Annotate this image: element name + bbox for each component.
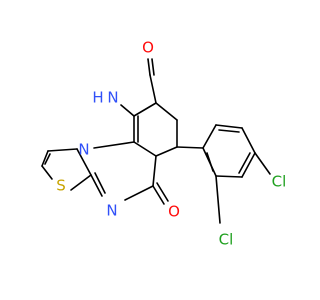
- bond: [133, 141, 157, 157]
- bond-layer: [41, 58, 271, 224]
- molecule-canvas: O O H N N N S Cl Cl: [41, 39, 286, 249]
- bond: [147, 58, 151, 76]
- bond: [41, 165, 53, 180]
- atom-label-hydrogen: H: [92, 89, 103, 107]
- bond: [151, 58, 155, 76]
- bond: [47, 148, 78, 152]
- bond: [215, 175, 221, 224]
- atom-label-oxygen: O: [142, 39, 154, 57]
- bond: [76, 148, 92, 176]
- bond: [215, 124, 243, 129]
- bond: [206, 152, 214, 172]
- bond: [238, 152, 251, 174]
- bond: [94, 172, 106, 194]
- bond: [133, 102, 157, 117]
- atom-label-nitrogen: N: [107, 89, 118, 107]
- bond: [44, 153, 51, 165]
- bond: [218, 129, 240, 133]
- bond: [202, 124, 217, 149]
- bond: [120, 104, 135, 117]
- bond: [241, 152, 256, 178]
- bond: [156, 182, 169, 202]
- molecule-structure: O O H N N N S Cl Cl: [41, 39, 286, 249]
- bond: [152, 155, 157, 187]
- bond: [152, 185, 165, 205]
- bond: [93, 141, 135, 149]
- bond: [155, 102, 178, 121]
- bond: [70, 174, 92, 191]
- atom-label-layer: O O H N N N S Cl Cl: [56, 39, 286, 249]
- bond: [124, 185, 154, 201]
- atom-label-nitrogen: N: [78, 141, 89, 159]
- atom-label-sulfur: S: [56, 177, 66, 195]
- bond: [241, 127, 256, 154]
- bond: [254, 152, 271, 175]
- atom-label-chlorine: Cl: [219, 231, 234, 249]
- bond: [90, 174, 103, 197]
- bond: [155, 146, 178, 157]
- atom-label-oxygen: O: [168, 203, 180, 221]
- bond: [176, 146, 204, 149]
- bond: [215, 175, 243, 178]
- bond: [41, 150, 49, 167]
- bond: [149, 74, 157, 104]
- atom-label-nitrogen: N: [106, 202, 117, 220]
- atom-label-chlorine: Cl: [272, 173, 287, 191]
